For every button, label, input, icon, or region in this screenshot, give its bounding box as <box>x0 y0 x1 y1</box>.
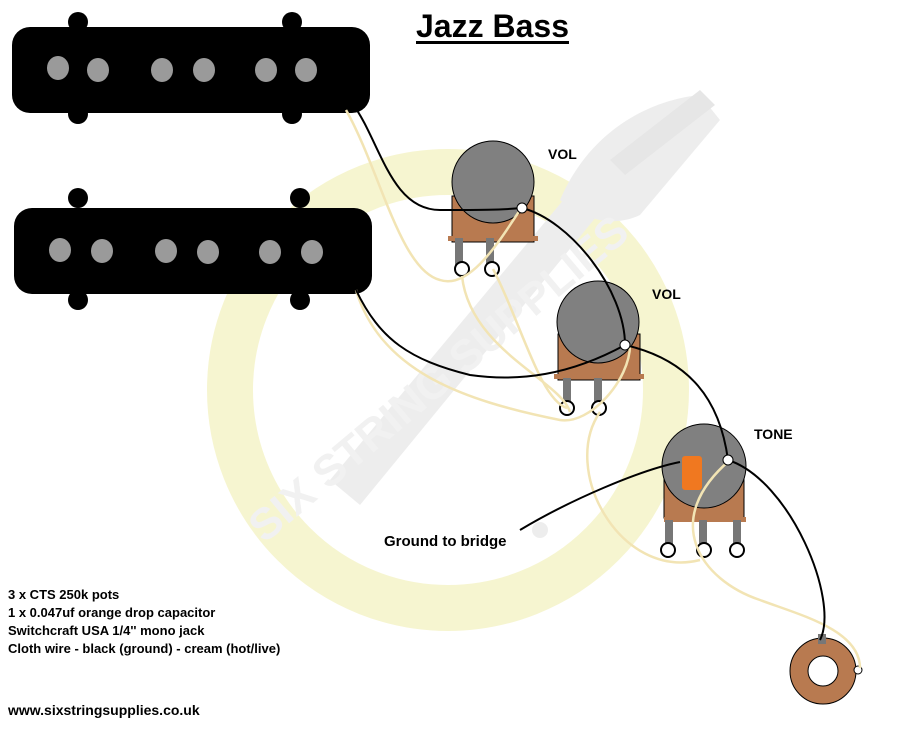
parts-list-item: 1 x 0.047uf orange drop capacitor <box>8 605 216 620</box>
volume-pot-2-lug <box>619 339 631 351</box>
volume-2-label: VOL <box>652 286 681 302</box>
diagram-title: Jazz Bass <box>416 8 569 44</box>
tone-pot-lug <box>722 454 734 466</box>
bridge-pickup <box>14 188 372 310</box>
bridge-pickup-pole-pieces <box>49 238 323 264</box>
output-jack <box>789 634 863 705</box>
watermark-logo: SIX STRING SUPPLIES <box>207 90 720 631</box>
parts-list: 3 x CTS 250k pots 1 x 0.047uf orange dro… <box>8 586 280 658</box>
website-url: www.sixstringsupplies.co.uk <box>8 702 200 718</box>
hot-wires <box>344 109 862 669</box>
parts-list-item: Switchcraft USA 1/4'' mono jack <box>8 623 205 638</box>
neck-pickup <box>12 12 370 124</box>
volume-1-label: VOL <box>548 146 577 162</box>
ground-to-bridge-label: Ground to bridge <box>384 533 507 550</box>
neck-pickup-pole-pieces <box>47 56 317 82</box>
ground-wires <box>351 102 826 641</box>
tone-label: TONE <box>754 426 793 442</box>
volume-pot-1-lug <box>516 202 528 214</box>
parts-list-item: 3 x CTS 250k pots <box>8 587 120 602</box>
orange-drop-capacitor <box>682 456 702 490</box>
parts-list-item: Cloth wire - black (ground) - cream (hot… <box>8 641 281 656</box>
